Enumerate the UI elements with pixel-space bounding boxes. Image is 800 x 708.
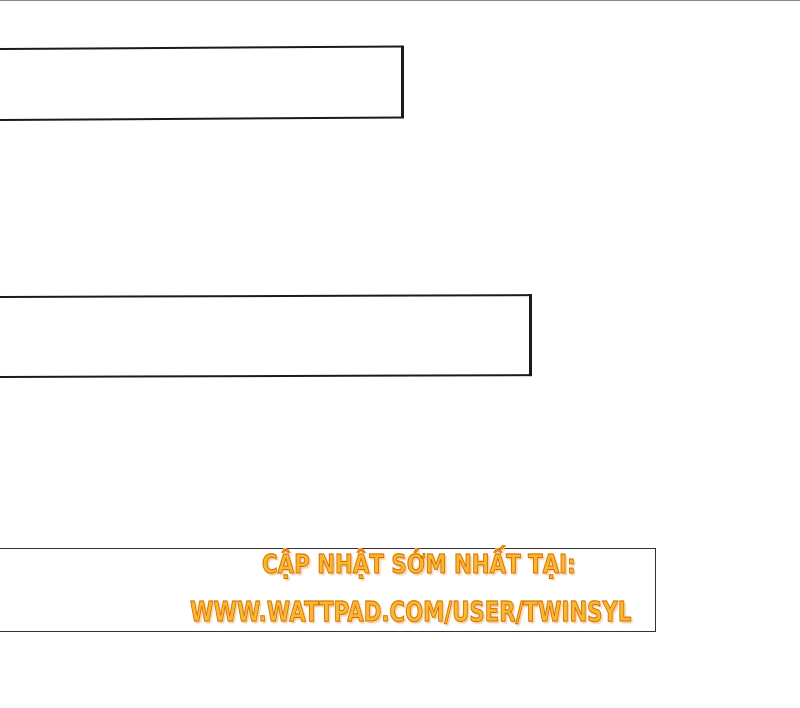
comic-panel-3 [0,548,656,632]
watermark-url: WWW.WATTPAD.COM/USER/TWINSYL [190,595,632,629]
top-divider [0,0,800,1]
watermark-line-1: CẬP NHẬT SỚM NHẤT TẠI: [262,550,576,581]
